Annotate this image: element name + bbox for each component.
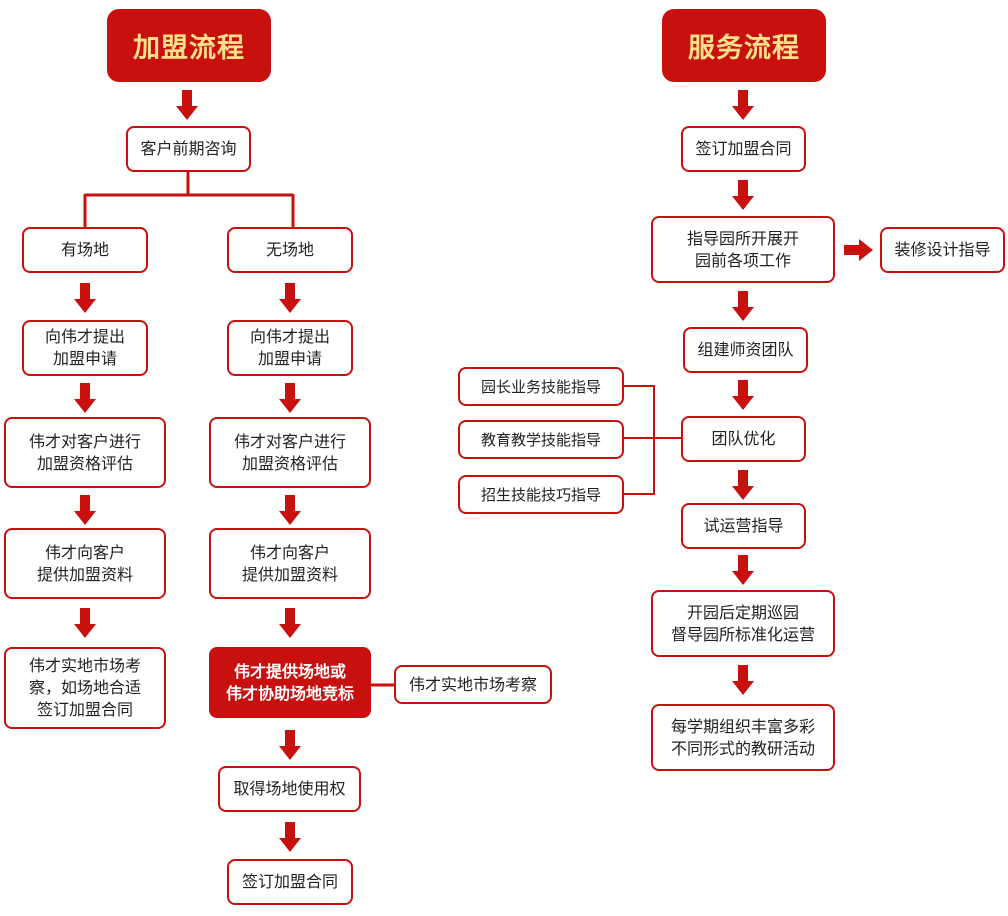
arrow-down-icon	[74, 495, 96, 525]
service-step: 指导园所开展开 园前各项工作	[651, 216, 835, 283]
no-site-side-note: 伟才实地市场考察	[394, 665, 552, 704]
service-step: 组建师资团队	[683, 327, 808, 373]
no-site-step: 伟才向客户 提供加盟资料	[209, 528, 371, 599]
arrow-down-icon	[279, 383, 301, 413]
arrow-right-icon	[844, 239, 873, 261]
arrow-down-icon	[279, 822, 301, 852]
optimization-item: 教育教学技能指导	[458, 420, 624, 459]
arrow-down-icon	[74, 283, 96, 313]
arrow-down-icon	[74, 383, 96, 413]
arrow-down-icon	[279, 730, 301, 760]
service-step: 签订加盟合同	[681, 126, 806, 172]
no-site-step: 取得场地使用权	[218, 766, 361, 812]
branch-connector	[83, 172, 295, 227]
arrow-down-icon	[176, 90, 198, 120]
arrow-down-icon	[732, 470, 754, 500]
has-site-step: 伟才向客户 提供加盟资料	[4, 528, 166, 599]
no-site-step: 伟才对客户进行 加盟资格评估	[209, 417, 371, 488]
decoration-guidance: 装修设计指导	[880, 227, 1005, 273]
no-site-step: 签订加盟合同	[227, 859, 353, 905]
arrow-down-icon	[732, 291, 754, 321]
service-step: 开园后定期巡园 督导园所标准化运营	[651, 590, 835, 657]
arrow-down-icon	[279, 283, 301, 313]
service-step: 试运营指导	[681, 503, 806, 549]
no-site-step: 向伟才提出 加盟申请	[227, 320, 353, 376]
arrow-down-icon	[74, 608, 96, 638]
consult-step: 客户前期咨询	[126, 126, 251, 172]
service-step: 团队优化	[681, 416, 806, 462]
has-site-branch: 有场地	[22, 227, 148, 273]
franchise-title: 加盟流程	[107, 9, 271, 82]
optimization-bracket	[624, 385, 681, 495]
no-site-branch: 无场地	[227, 227, 353, 273]
service-title: 服务流程	[662, 9, 826, 82]
has-site-step: 向伟才提出 加盟申请	[22, 320, 148, 376]
arrow-down-icon	[732, 555, 754, 585]
optimization-item: 园长业务技能指导	[458, 367, 624, 406]
arrow-down-icon	[732, 180, 754, 210]
optimization-item: 招生技能技巧指导	[458, 475, 624, 514]
arrow-down-icon	[279, 608, 301, 638]
has-site-step: 伟才实地市场考 察，如场地合适 签订加盟合同	[4, 647, 166, 729]
arrow-down-icon	[279, 495, 301, 525]
service-step: 每学期组织丰富多彩 不同形式的教研活动	[651, 704, 835, 771]
arrow-down-icon	[732, 90, 754, 120]
arrow-down-icon	[732, 665, 754, 695]
no-site-highlight-step: 伟才提供场地或 伟才协助场地竞标	[209, 647, 371, 718]
has-site-step: 伟才对客户进行 加盟资格评估	[4, 417, 166, 488]
arrow-down-icon	[732, 380, 754, 410]
